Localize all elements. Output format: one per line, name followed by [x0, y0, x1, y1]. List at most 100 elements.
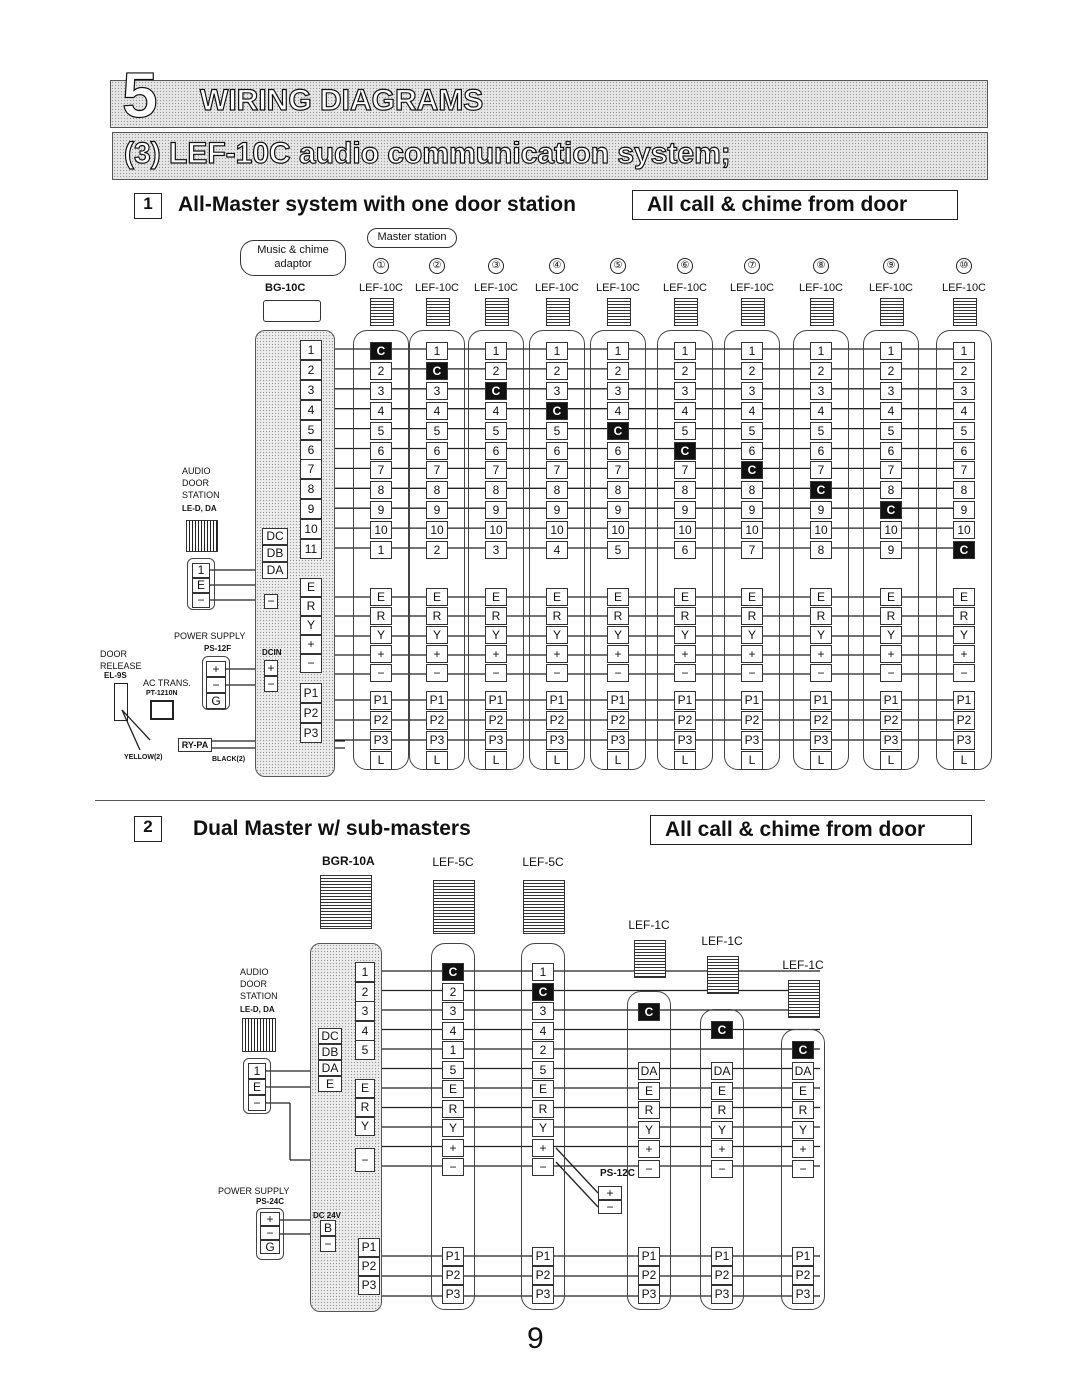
station-3-device-icon: [485, 298, 509, 326]
power-supply-label: POWER SUPPLY: [174, 631, 246, 641]
door-station2-model: LE-D, DA: [240, 1005, 275, 1014]
station-6-terminal: 7: [674, 461, 696, 480]
adaptor-bus-terminal: R: [300, 597, 322, 616]
sub-1-call-terminal: C: [638, 1003, 660, 1021]
sub-3-p-terminal: P3: [792, 1285, 814, 1304]
adaptor2-terminal-5: 5: [355, 1040, 375, 1060]
master-2-p-terminal: P2: [532, 1266, 554, 1285]
station-6-number: ⑥: [677, 258, 693, 274]
section1-number: 1: [134, 193, 162, 219]
master-2-outline: [521, 943, 565, 1310]
station-8-model: LEF-10C: [798, 282, 844, 294]
station-9-p-terminal: P3: [880, 731, 902, 750]
station-8-p-terminal: P1: [810, 691, 832, 710]
door-release-model: EL-9S: [104, 671, 127, 680]
station-5-p-terminal: P2: [607, 711, 629, 730]
adaptor-model: BG-10C: [265, 282, 306, 294]
master-1-terminal: 4: [442, 1021, 464, 1040]
sub-1-terminal: −: [638, 1159, 660, 1178]
master-2-terminal: Y: [532, 1119, 554, 1137]
station-2-bus-terminal: E: [426, 588, 448, 606]
station-1-p-terminal: P2: [370, 711, 392, 730]
station-5-bus-terminal: +: [607, 645, 629, 663]
sub-power-terminal: +: [598, 1186, 622, 1200]
adaptor-terminal-8: 8: [300, 479, 322, 500]
adaptor-bus-terminal: +: [300, 635, 322, 654]
station-9-p-terminal: P2: [880, 711, 902, 730]
station-5-bus-terminal: −: [607, 664, 629, 682]
wire-label-black: BLACK(2): [212, 756, 246, 763]
power-supply2-terminal: G: [260, 1240, 280, 1254]
master-2-terminal: C: [532, 982, 554, 1001]
station-3-terminal: 9: [485, 501, 507, 520]
section2-title: Dual Master w/ sub-masters: [193, 817, 471, 840]
station-6-device-icon: [674, 298, 698, 326]
adaptor-dcin-terminal: +: [264, 660, 278, 676]
station-7-bus-terminal: −: [741, 664, 763, 682]
sub-3-outline: [781, 1029, 825, 1310]
adaptor2-door-terminal-DB: DB: [318, 1044, 342, 1060]
station-2-bus-terminal: +: [426, 645, 448, 663]
door-station2-terminal: 1: [248, 1063, 266, 1079]
station-2-terminal: 6: [426, 441, 448, 460]
station-7-p-terminal: P2: [741, 711, 763, 730]
station-8-terminal: 5: [810, 421, 832, 440]
station-4-p-terminal: P2: [546, 711, 568, 730]
station-6-p-terminal: L: [674, 751, 696, 770]
station-4-terminal: 9: [546, 501, 568, 520]
master-1-terminal: Y: [442, 1119, 464, 1137]
station-9-terminal: 1: [880, 342, 902, 360]
master-2-terminal: 5: [532, 1060, 554, 1079]
station-1-terminal: 1: [370, 541, 392, 559]
station-1-p-terminal: P1: [370, 691, 392, 710]
adaptor-dcin-terminal: −: [264, 676, 278, 692]
adaptor-door-terminal-DC: DC: [262, 528, 288, 545]
station-9-terminal: 4: [880, 401, 902, 420]
adaptor-p-terminal-P1: P1: [300, 683, 322, 703]
station-3-bus-terminal: Y: [485, 626, 507, 644]
adaptor2-dc-terminal: B: [320, 1220, 336, 1236]
station-7-terminal: 9: [741, 501, 763, 520]
sub-3-terminal: DA: [792, 1062, 814, 1080]
station-10-p-terminal: P3: [953, 731, 975, 750]
station-5-terminal: 3: [607, 381, 629, 400]
station-10-device-icon: [953, 298, 977, 326]
station-1-terminal: 9: [370, 501, 392, 520]
master-2-terminal: 2: [532, 1041, 554, 1059]
station-10-terminal: 6: [953, 441, 975, 460]
station-7-terminal: 5: [741, 421, 763, 440]
section1-title: All-Master system with one door station: [178, 193, 576, 216]
station-5-bus-terminal: Y: [607, 626, 629, 644]
station-1-p-terminal: L: [370, 751, 392, 770]
station-6-terminal: C: [674, 441, 696, 460]
station-10-bus-terminal: −: [953, 664, 975, 682]
master-1-p-terminal: P2: [442, 1266, 464, 1285]
adaptor2-dc-terminal: −: [320, 1236, 336, 1252]
door-station2-terminal-block: [243, 1058, 271, 1114]
station-2-terminal: 8: [426, 481, 448, 500]
adaptor2-model: BGR-10A: [322, 854, 375, 868]
section2-number: 2: [134, 816, 162, 842]
adaptor2-terminal-2: 2: [355, 981, 375, 1002]
adaptor2-terminal-3: 3: [355, 1001, 375, 1021]
chapter-banner: [110, 80, 988, 128]
sub-2-terminal: DA: [711, 1062, 733, 1080]
station-10-terminal: 7: [953, 461, 975, 480]
station-6-terminal: 6: [674, 541, 696, 559]
station-2-device-icon: [426, 298, 450, 326]
station-8-terminal: 4: [810, 401, 832, 420]
station-7-p-terminal: L: [741, 751, 763, 770]
station-10-p-terminal: P2: [953, 711, 975, 730]
power-supply-terminal: +: [206, 661, 226, 677]
station-4-p-terminal: L: [546, 751, 568, 770]
master-1-terminal: R: [442, 1099, 464, 1118]
station-5-terminal: 1: [607, 342, 629, 360]
station-3-terminal: 5: [485, 421, 507, 440]
adaptor2-p-terminal-P2: P2: [358, 1257, 380, 1276]
station-6-bus-terminal: E: [674, 588, 696, 606]
station-8-terminal: 7: [810, 461, 832, 480]
master-1-p-terminal: P1: [442, 1247, 464, 1266]
master-1-terminal: 3: [442, 1002, 464, 1020]
station-9-p-terminal: L: [880, 751, 902, 770]
master-2-terminal: R: [532, 1099, 554, 1118]
